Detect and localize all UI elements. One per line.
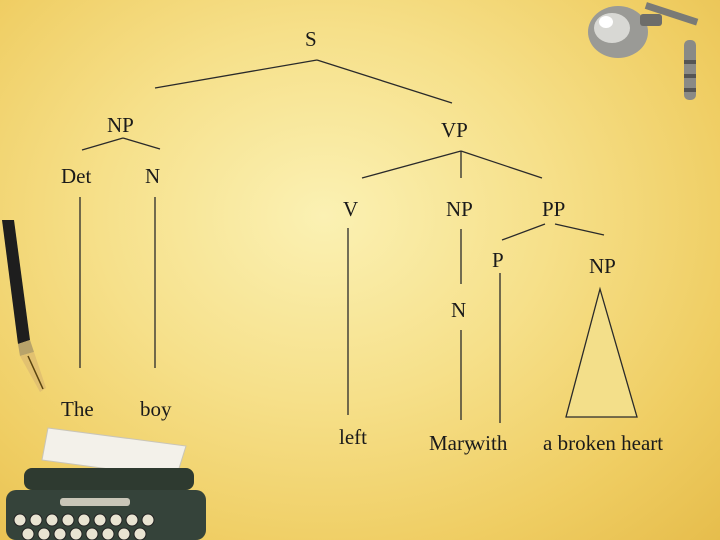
node-np-subject: NP (107, 115, 134, 136)
node-v: V (343, 199, 358, 220)
node-n-subject: N (145, 166, 160, 187)
word-mary: Mary (429, 433, 475, 454)
np-triangle (566, 289, 637, 417)
branch-s-np (155, 60, 317, 88)
node-det: Det (61, 166, 91, 187)
word-phrase: a broken heart (543, 433, 663, 454)
node-vp: VP (441, 120, 468, 141)
word-with: with (470, 433, 507, 454)
word-the: The (61, 399, 94, 420)
node-s: S (305, 29, 317, 50)
node-n-object: N (451, 300, 466, 321)
word-boy: boy (140, 399, 172, 420)
branch-np-n (123, 138, 160, 149)
branch-pp-p (502, 224, 545, 240)
node-p: P (492, 250, 504, 271)
word-left: left (339, 427, 367, 448)
branch-vp-v (362, 151, 461, 178)
node-np-object: NP (446, 199, 473, 220)
branch-pp-np (555, 224, 604, 235)
branch-vp-pp (461, 151, 542, 178)
node-pp: PP (542, 199, 565, 220)
branch-np-det (82, 138, 123, 150)
node-np-pp: NP (589, 256, 616, 277)
branch-s-vp (317, 60, 452, 103)
